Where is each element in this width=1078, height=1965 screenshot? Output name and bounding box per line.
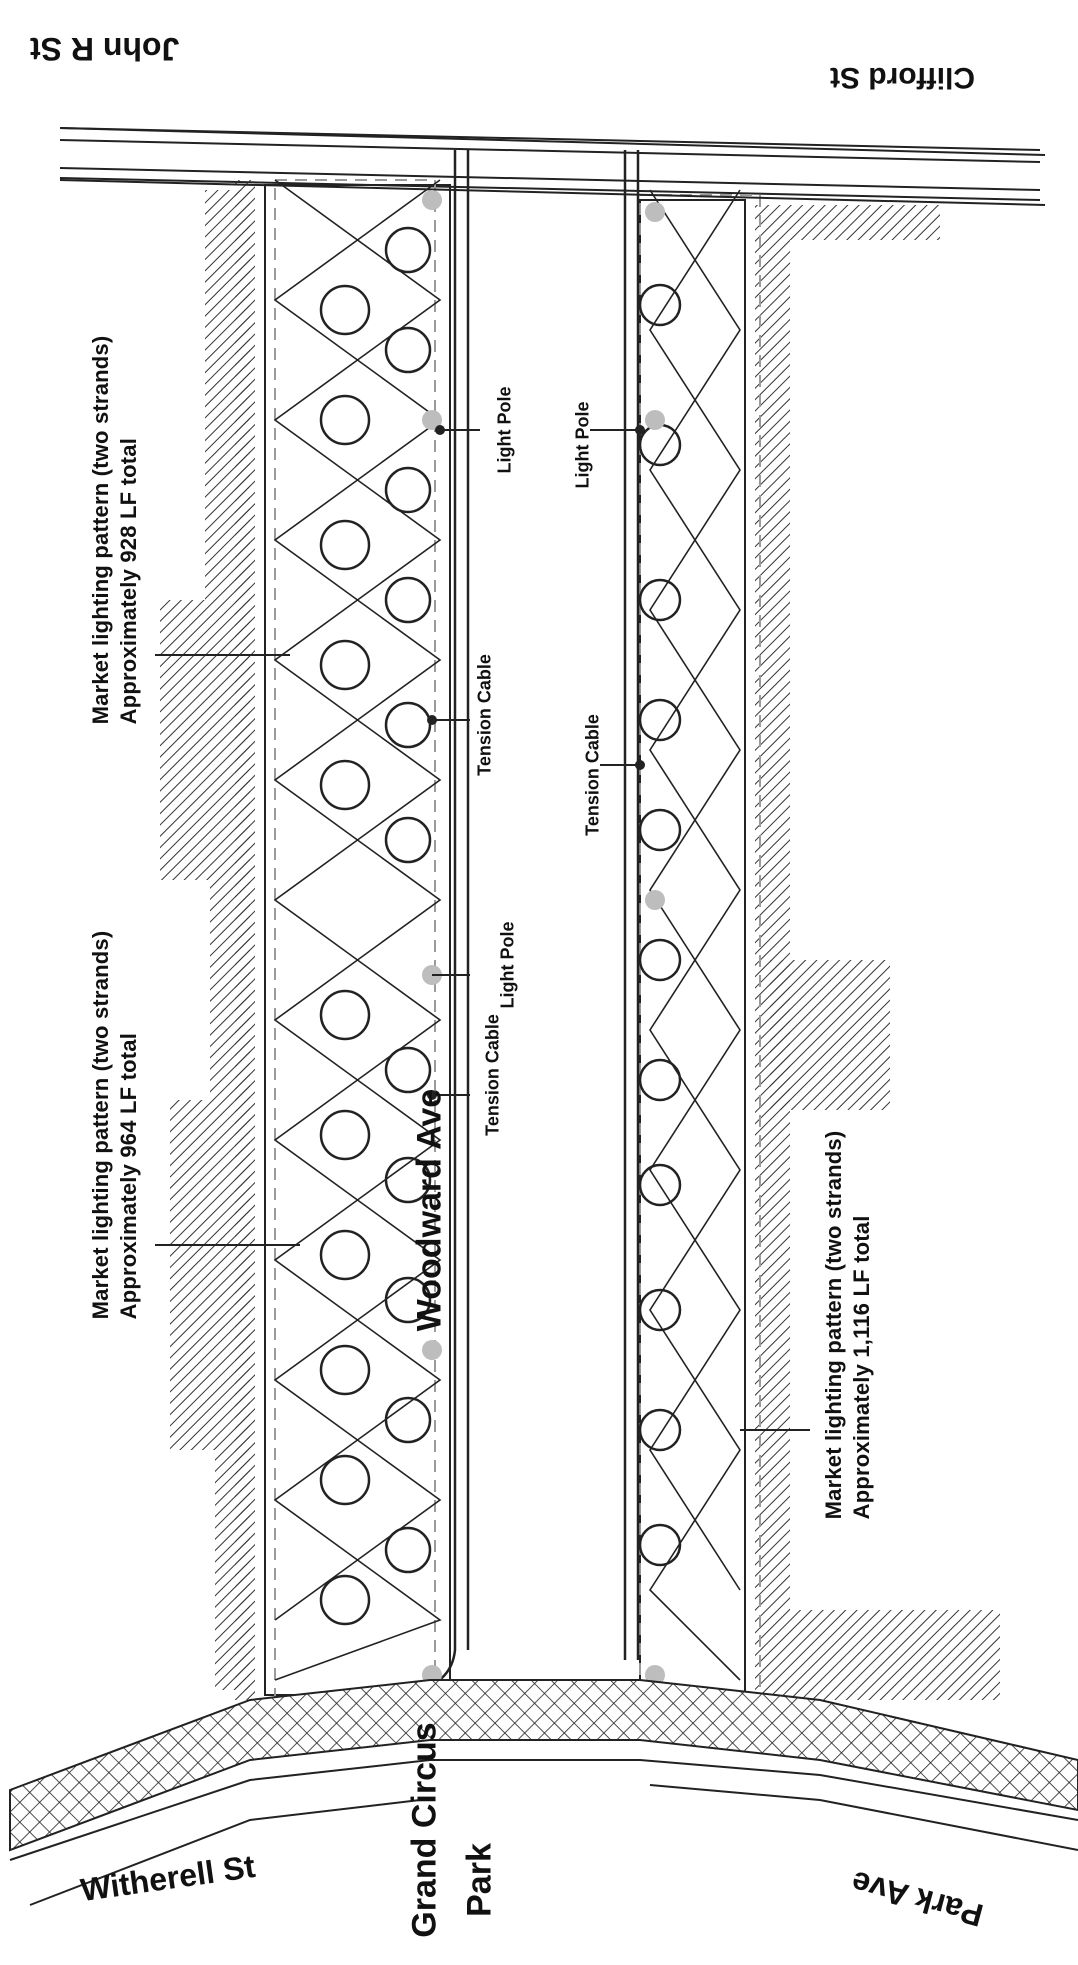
callout-964-line2: Approximately 964 LF total <box>116 1032 141 1320</box>
tension-cable-anchors <box>427 425 645 1100</box>
john-r-street-label: John R St <box>30 31 180 67</box>
tension-cable-label-1: Tension Cable <box>474 654 495 776</box>
callout-1116-line1: Market lighting pattern (two strands) <box>821 1130 846 1520</box>
callout-1116-line2: Approximately 1,116 LF total <box>849 1215 874 1520</box>
left-building-hatch <box>160 180 255 1700</box>
light-pole-label-1: Light Pole <box>494 386 515 474</box>
top-cross-street <box>0 127 1078 201</box>
lighting-pattern-left <box>273 179 442 1681</box>
woodward-ave-label: Woodward Ave <box>410 1088 449 1332</box>
leader-lines <box>155 429 810 1431</box>
lighting-callout-964: Market lighting pattern (two strands) Ap… <box>87 931 143 1320</box>
callout-928-line1: Market lighting pattern (two strands) <box>88 335 113 725</box>
tree-grates-left <box>319 226 432 1626</box>
top-road-lines <box>59 127 1046 206</box>
callout-928-line2: Approximately 928 LF total <box>116 437 141 725</box>
clifford-street-label: Clifford St <box>830 61 975 94</box>
plaza-crosshatch <box>9 1679 1078 1906</box>
tension-cable-label-2: Tension Cable <box>582 714 603 836</box>
tree-grates-right <box>638 283 682 1567</box>
park-label: Park <box>460 1843 499 1917</box>
light-pole-label-2: Light Pole <box>572 401 593 489</box>
grand-circus-label: Grand Circus <box>405 1722 444 1938</box>
woodward-curbs <box>419 150 640 1692</box>
lighting-callout-928: Market lighting pattern (two strands) Ap… <box>87 336 143 725</box>
light-pole-label-3: Light Pole <box>497 921 518 1009</box>
light-poles <box>422 190 665 1685</box>
callout-964-line1: Market lighting pattern (two strands) <box>88 930 113 1320</box>
tension-cable-label-3: Tension Cable <box>482 1014 503 1136</box>
lighting-pattern-right <box>648 189 741 1681</box>
right-building-hatch <box>755 205 1000 1700</box>
lighting-callout-1116: Market lighting pattern (two strands) Ap… <box>820 1131 876 1520</box>
